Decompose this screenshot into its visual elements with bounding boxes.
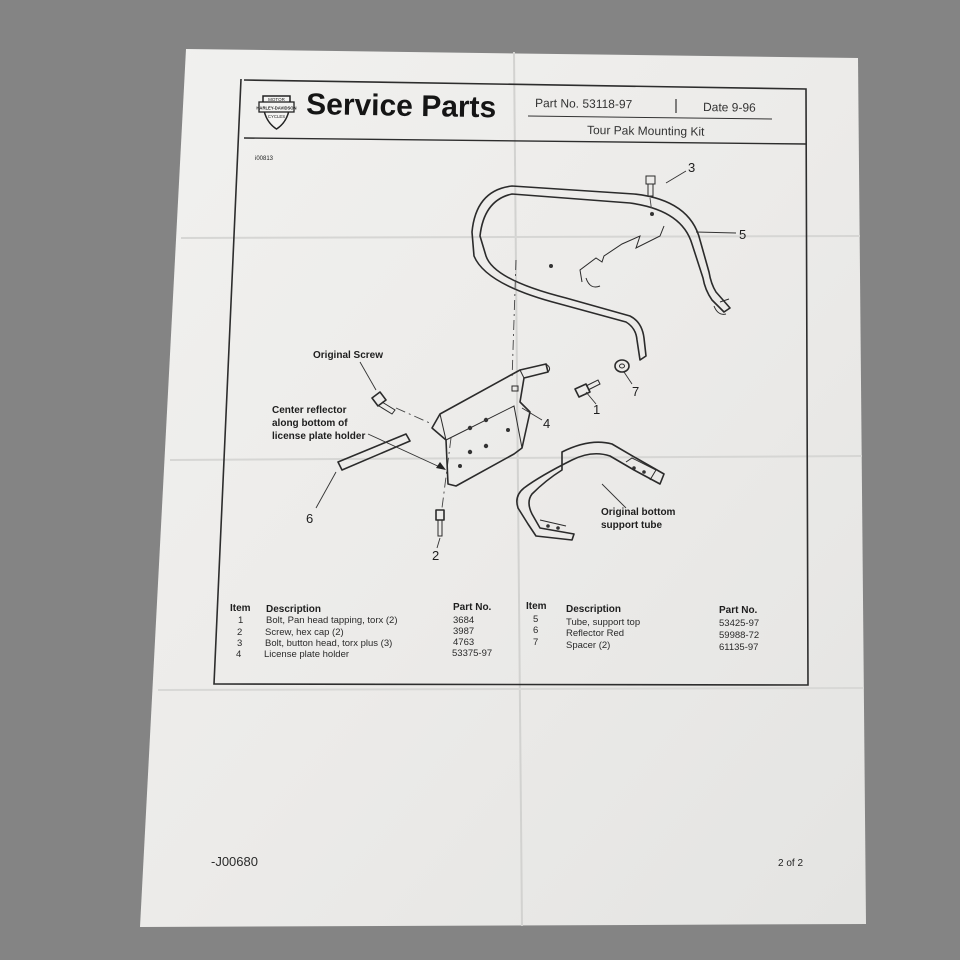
leader-line — [601, 483, 627, 509]
table-row: 1 Bolt, Pan head tapping, torx (2) 3684 — [238, 615, 474, 626]
table-row: 6 Reflector Red 59988-72 — [533, 625, 759, 641]
parts-table: Item Description Part No. 1 Bolt, Pan he… — [230, 601, 759, 660]
row-description: Screw, hex cap (2) — [265, 627, 344, 638]
label-original-screw: Original Screw — [313, 350, 383, 361]
callout-7: 7 — [632, 384, 639, 399]
bar-shield-logo-icon: MOTOR HARLEY-DAVIDSON CYCLES — [256, 95, 297, 130]
leader-line — [623, 371, 633, 385]
document-code: -J00680 — [211, 854, 258, 869]
column-header-description: Description — [566, 604, 621, 615]
callout-6: 6 — [306, 511, 313, 526]
row-description: Tube, support top — [566, 617, 640, 628]
row-part-no: 59988-72 — [719, 630, 759, 641]
arrow-head-icon — [436, 462, 446, 470]
row-item: 4 — [236, 649, 241, 660]
row-part-no: 53375-97 — [452, 648, 492, 659]
exploded-diagram: 3 5 4 1 7 6 2 Original Screw Center refl… — [272, 160, 746, 563]
fold-crease-bottom — [157, 687, 865, 691]
logo-bottom-text: CYCLES — [268, 114, 285, 119]
header-divider — [243, 137, 807, 145]
alignment-line — [441, 437, 452, 509]
page-number: 2 of 2 — [778, 858, 803, 869]
reflector-part-6 — [337, 433, 411, 471]
paper-sheet — [140, 49, 866, 927]
row-item: 3 — [237, 638, 242, 649]
callout-1: 1 — [593, 402, 600, 417]
bolt-part-1 — [574, 379, 601, 398]
kit-name: Tour Pak Mounting Kit — [587, 123, 705, 139]
callout-3: 3 — [688, 160, 695, 175]
fold-crease-top — [180, 235, 861, 239]
callout-4: 4 — [543, 416, 550, 431]
row-part-no: 61135-97 — [719, 642, 758, 653]
leader-line — [521, 407, 543, 421]
leader-line — [585, 391, 597, 405]
leader-line — [436, 537, 441, 549]
row-description: Spacer (2) — [566, 640, 610, 651]
leader-line — [359, 361, 377, 391]
fold-crease-middle — [169, 455, 863, 461]
column-header-item: Item — [526, 601, 547, 612]
table-row: 3 Bolt, button head, torx plus (3) 4763 — [237, 637, 474, 649]
mounting-hole — [549, 264, 553, 268]
row-item: 5 — [533, 614, 538, 625]
bolt-part-3 — [645, 175, 656, 214]
figure-id: i00813 — [255, 156, 274, 162]
label-center-reflector-line3: license plate holder — [272, 431, 365, 442]
row-item: 6 — [533, 625, 538, 636]
header: MOTOR HARLEY-DAVIDSON CYCLES Service Par… — [255, 88, 773, 162]
leader-line — [695, 231, 737, 234]
row-item: 2 — [237, 627, 242, 638]
row-item: 7 — [533, 637, 538, 648]
reflector-arrow — [367, 433, 443, 469]
row-part-no: 3684 — [453, 615, 474, 626]
parts-table-left: Item Description Part No. 1 Bolt, Pan he… — [230, 602, 492, 660]
logo-middle-text: HARLEY-DAVIDSON — [256, 106, 296, 111]
column-header-description: Description — [266, 604, 321, 615]
screw-part-2 — [435, 509, 445, 537]
row-part-no: 4763 — [453, 637, 474, 648]
label-center-reflector-line1: Center reflector — [272, 405, 347, 416]
spacer-part-7 — [614, 359, 630, 373]
fold-crease-vertical — [513, 51, 523, 927]
column-header-part-no: Part No. — [719, 605, 758, 616]
row-part-no: 3987 — [453, 626, 474, 637]
content-frame — [213, 78, 809, 686]
row-description: Bolt, Pan head tapping, torx (2) — [266, 615, 398, 626]
table-row: 5 Tube, support top 53425-97 — [533, 614, 759, 629]
logo-top-text: MOTOR — [268, 97, 285, 102]
mounting-hole — [650, 212, 654, 216]
table-row: 4 License plate holder 53375-97 — [236, 648, 492, 660]
parts-table-right: Item Description Part No. 5 Tube, suppor… — [526, 601, 759, 653]
original-bottom-support-tube — [516, 441, 665, 541]
support-tube-top — [471, 185, 731, 361]
alignment-line — [395, 407, 433, 425]
callout-2: 2 — [432, 548, 439, 563]
license-plate-holder-part-4 — [431, 363, 551, 487]
label-original-bottom-line2: support tube — [601, 520, 663, 531]
table-row: 7 Spacer (2) 61135-97 — [533, 637, 758, 653]
leader-line — [665, 170, 687, 184]
header-part-number: Part No. 53118-97 — [535, 96, 633, 111]
row-part-no: 53425-97 — [719, 618, 759, 629]
row-description: Bolt, button head, torx plus (3) — [265, 638, 392, 649]
row-description: License plate holder — [264, 649, 349, 660]
label-center-reflector-line2: along bottom of — [272, 418, 348, 429]
callout-5: 5 — [739, 227, 746, 242]
column-header-part-no: Part No. — [453, 602, 492, 613]
original-screw — [371, 391, 396, 415]
leader-line — [315, 471, 337, 509]
column-header-item: Item — [230, 603, 251, 614]
row-description: Reflector Red — [566, 628, 624, 639]
label-original-bottom-line1: Original bottom — [601, 507, 676, 518]
row-item: 1 — [238, 615, 243, 626]
header-rule — [527, 115, 773, 120]
header-date: Date 9-96 — [703, 100, 756, 115]
table-row: 2 Screw, hex cap (2) 3987 — [237, 626, 474, 638]
header-title: Service Parts — [306, 88, 497, 124]
alignment-line — [511, 259, 517, 381]
